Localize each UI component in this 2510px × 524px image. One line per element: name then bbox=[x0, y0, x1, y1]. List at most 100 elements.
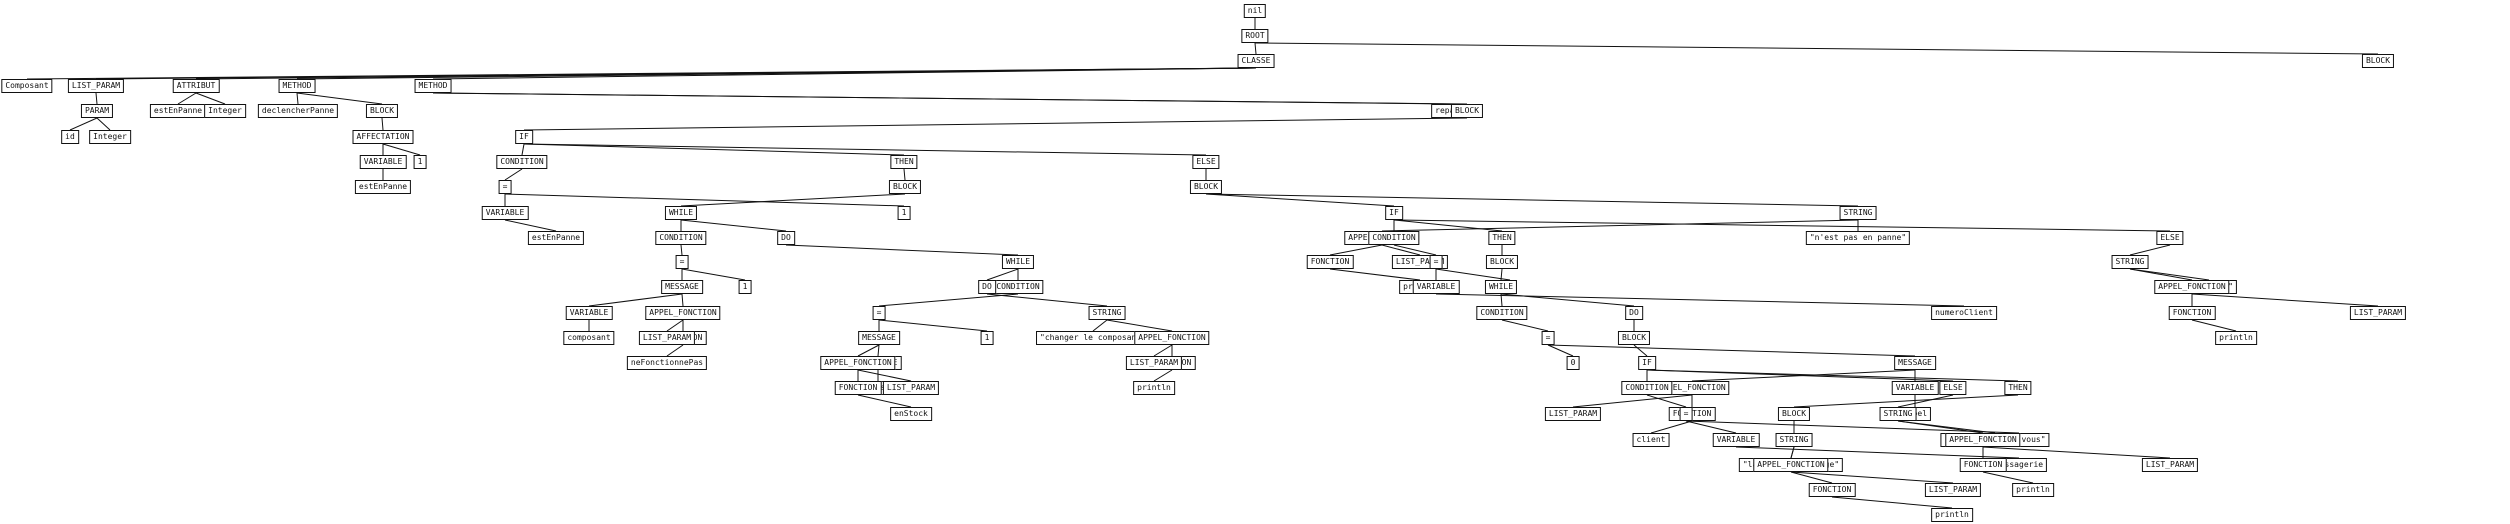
tree-node-if: IF bbox=[515, 130, 533, 144]
tree-edge bbox=[1982, 446, 2171, 459]
tree-node-block: BLOCK bbox=[1777, 407, 1811, 421]
tree-node-if: IF bbox=[1638, 356, 1656, 370]
tree-node-classe: CLASSE bbox=[1237, 54, 1275, 68]
tree-node-string: STRING bbox=[2111, 255, 2149, 269]
tree-edge bbox=[1735, 446, 2020, 459]
tree-node-symbol: = bbox=[498, 180, 512, 194]
tree-node-block: BLOCK bbox=[1617, 331, 1651, 345]
tree-edge bbox=[2129, 268, 2193, 281]
tree-edge bbox=[1790, 446, 1795, 459]
tree-node-message: MESSAGE bbox=[661, 280, 703, 294]
tree-node-1: 1 bbox=[413, 155, 427, 169]
tree-node-block: BLOCK bbox=[888, 180, 922, 194]
tree-edge bbox=[588, 293, 683, 307]
tree-edge bbox=[382, 143, 421, 156]
tree-node-println: println bbox=[1133, 381, 1175, 395]
tree-edge bbox=[878, 319, 988, 332]
tree-node-do: DO bbox=[1625, 306, 1643, 320]
tree-edge bbox=[195, 92, 226, 105]
tree-edge bbox=[1897, 394, 1954, 408]
tree-edge bbox=[1500, 268, 1503, 281]
tree-node-nil: nil bbox=[1243, 4, 1267, 18]
tree-edge bbox=[521, 143, 525, 156]
tree-edge bbox=[1092, 319, 1108, 332]
tree-node-message: MESSAGE bbox=[1894, 356, 1936, 370]
tree-node-changer-le-composant: "changer le composant" bbox=[1036, 331, 1150, 345]
tree-node-block: BLOCK bbox=[1189, 180, 1223, 194]
tree-edge bbox=[1982, 471, 2034, 484]
tree-edge bbox=[857, 394, 912, 408]
tree-node-if: IF bbox=[1385, 206, 1403, 220]
tree-edge bbox=[523, 143, 1207, 156]
tree-edge bbox=[1329, 268, 1421, 281]
tree-node-n-est-pas-en-panne: "n'est pas en panne" bbox=[1805, 231, 1911, 245]
tree-node-println: println bbox=[1931, 508, 1973, 522]
tree-node-string: STRING bbox=[1088, 306, 1126, 320]
tree-node-method: METHOD bbox=[414, 79, 452, 93]
tree-node-symbol: = bbox=[675, 255, 689, 269]
tree-edge bbox=[504, 219, 557, 232]
tree-edge bbox=[296, 92, 383, 105]
tree-node-while: WHILE bbox=[1001, 255, 1035, 269]
tree-edge bbox=[1501, 319, 1549, 332]
tree-node-condition: CONDITION bbox=[496, 155, 548, 169]
tree-edge bbox=[857, 344, 880, 357]
tree-node-fonction: FONCTION bbox=[1959, 458, 2007, 472]
tree-edge bbox=[1205, 193, 1395, 207]
tree-node-while: WHILE bbox=[664, 206, 698, 220]
tree-edge bbox=[1790, 471, 1833, 484]
tree-edge bbox=[877, 344, 880, 357]
tree-node-variable: VARIABLE bbox=[359, 155, 407, 169]
tree-edge bbox=[381, 117, 384, 131]
tree-node-estenpanne: estEnPanne bbox=[149, 104, 207, 118]
tree-node-estenpanne: estEnPanne bbox=[354, 180, 412, 194]
tree-edge bbox=[681, 293, 684, 307]
tree-edge bbox=[986, 293, 1108, 307]
tree-edge bbox=[1153, 344, 1173, 357]
tree-node-composant: composant bbox=[563, 331, 615, 345]
tree-node-then: THEN bbox=[890, 155, 918, 169]
tree-node-message: MESSAGE bbox=[858, 331, 900, 345]
tree-edge bbox=[504, 193, 905, 207]
tree-edge bbox=[1329, 244, 1383, 256]
tree-edge bbox=[1435, 293, 1965, 307]
tree-node-condition: CONDITION bbox=[655, 231, 707, 245]
tree-edge bbox=[96, 117, 111, 131]
tree-edge bbox=[1254, 42, 1257, 55]
tree-edge bbox=[432, 67, 1257, 80]
tree-edge bbox=[296, 92, 299, 105]
tree-node-list-param: LIST_PARAM bbox=[2349, 306, 2407, 320]
tree-node-estenpanne: estEnPanne bbox=[527, 231, 585, 245]
tree-edge bbox=[1646, 394, 1687, 408]
tree-edge bbox=[1646, 369, 1954, 382]
tree-node-string: STRING bbox=[1879, 407, 1917, 421]
tree-node-param: PARAM bbox=[80, 104, 114, 118]
tree-node-fonction: FONCTION bbox=[834, 381, 882, 395]
tree-edge bbox=[1381, 244, 1421, 256]
tree-node-1: 1 bbox=[980, 331, 994, 345]
tree-edge bbox=[95, 92, 98, 105]
tree-node-do: DO bbox=[978, 280, 996, 294]
tree-node-appel-fonction: APPEL_FONCTION bbox=[1945, 433, 2021, 447]
tree-edge bbox=[2191, 319, 2237, 332]
tree-node-while: WHILE bbox=[1484, 280, 1518, 294]
tree-edge bbox=[1793, 394, 2019, 408]
tree-edge bbox=[680, 193, 906, 207]
tree-node-symbol: = bbox=[1679, 407, 1693, 421]
tree-edge bbox=[666, 319, 684, 332]
tree-node-string: STRING bbox=[1775, 433, 1813, 447]
tree-node-enstock: enStock bbox=[890, 407, 932, 421]
tree-node-list-param: LIST_PARAM bbox=[1924, 483, 1982, 497]
tree-edge bbox=[432, 92, 1468, 105]
tree-edge bbox=[1106, 319, 1173, 332]
tree-node-string: STRING bbox=[1839, 206, 1877, 220]
tree-node-1: 1 bbox=[738, 280, 752, 294]
tree-node-else: ELSE bbox=[1939, 381, 1967, 395]
tree-node-attribut: ATTRIBUT bbox=[172, 79, 220, 93]
tree-node-condition: CONDITION bbox=[1476, 306, 1528, 320]
tree-node-block: BLOCK bbox=[1450, 104, 1484, 118]
tree-node-block: BLOCK bbox=[2361, 54, 2395, 68]
tree-node-list-param: LIST_PARAM bbox=[1544, 407, 1602, 421]
tree-edge bbox=[1572, 394, 1693, 408]
